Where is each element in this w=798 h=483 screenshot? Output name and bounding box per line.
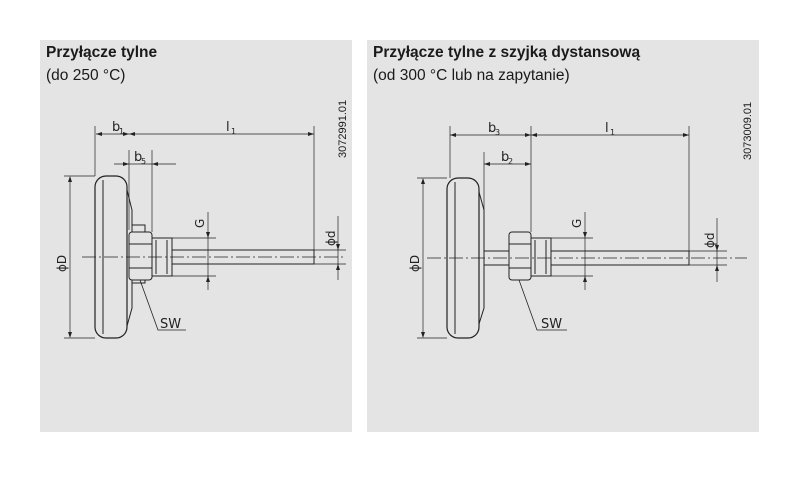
- right-thermometer-drawing: b 3 b 2 l 1 G ϕd ϕD SW: [408, 121, 747, 339]
- label-D: ϕD: [408, 255, 422, 272]
- left-panel: Przyłącze tylne (do 250 °C) 3072991.01: [40, 40, 352, 432]
- label-d: ϕd: [324, 230, 338, 246]
- label-d: ϕd: [703, 232, 717, 248]
- label-b2: b: [501, 150, 509, 165]
- label-D: ϕD: [55, 255, 69, 272]
- label-SW: SW: [160, 317, 181, 332]
- thread-fitting: [530, 237, 552, 277]
- label-b1: b: [112, 120, 120, 135]
- label-SW: SW: [541, 317, 562, 332]
- left-panel-title: Przyłącze tylne: [46, 44, 158, 61]
- hex-nut: [128, 231, 153, 281]
- right-panel-title: Przyłącze tylne z szyjką dystansową: [373, 44, 641, 61]
- label-b5: b: [134, 150, 142, 165]
- label-l1: l: [605, 121, 609, 136]
- sw-leader: [139, 279, 186, 331]
- label-b2-sub: 2: [508, 157, 513, 166]
- right-panel-subtitle: (od 300 °C lub na zapytanie): [373, 67, 570, 84]
- label-b3-sub: 3: [495, 128, 500, 137]
- hex-nut: [508, 231, 532, 281]
- label-G: G: [570, 219, 584, 228]
- sw-leader: [518, 279, 567, 331]
- label-G: G: [193, 219, 207, 228]
- label-l1-sub: 1: [231, 127, 236, 136]
- label-b5-sub: 5: [141, 157, 146, 166]
- label-b3: b: [488, 121, 496, 136]
- left-panel-subtitle: (do 250 °C): [46, 67, 126, 84]
- left-thermometer-drawing: b 1 b 5 l 1 G ϕd ϕD SW: [55, 120, 346, 339]
- right-panel: Przyłącze tylne z szyjką dystansową (od …: [367, 40, 759, 432]
- label-l1: l: [226, 120, 230, 135]
- label-b1-sub: 1: [119, 127, 124, 136]
- label-l1-sub: 1: [610, 128, 615, 137]
